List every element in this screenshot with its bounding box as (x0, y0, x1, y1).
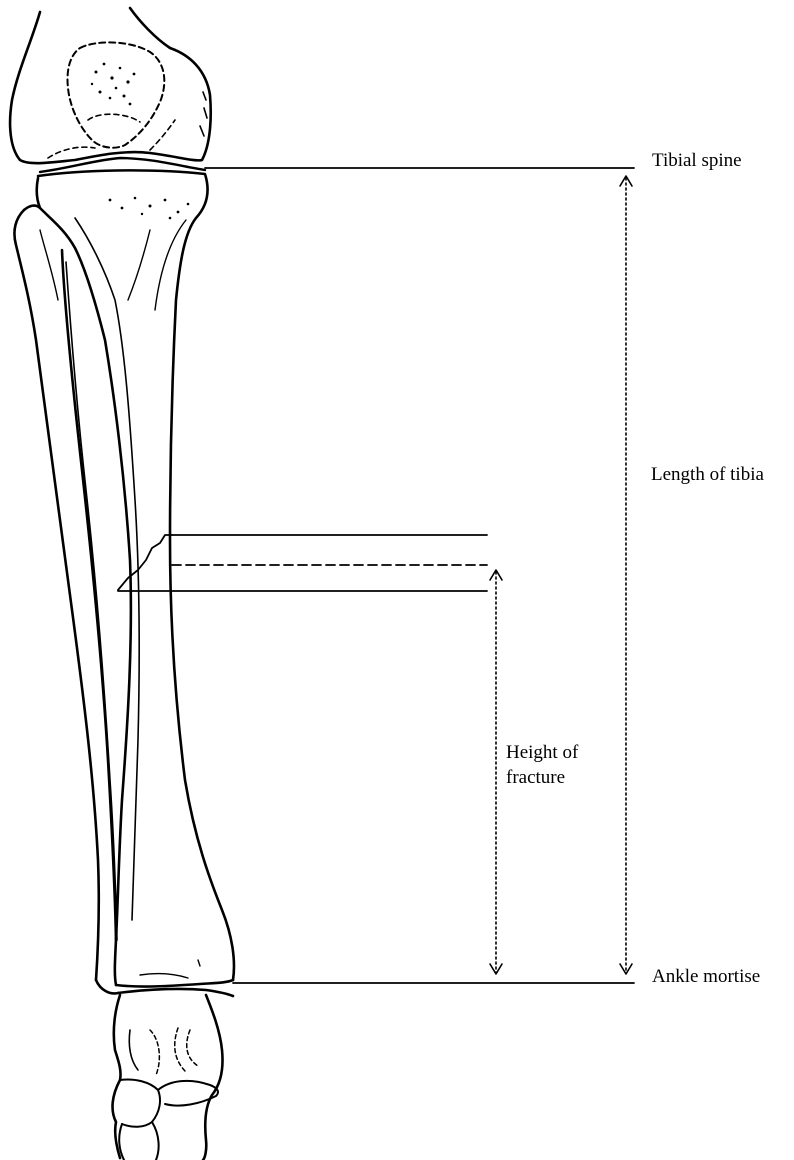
length-of-tibia-arrow (620, 176, 632, 974)
fibula (14, 206, 118, 994)
tibia (37, 170, 234, 986)
height-of-fracture-arrow (490, 570, 502, 974)
tibia-stipple (109, 197, 190, 220)
foot-bones (113, 995, 223, 1160)
height-of-fracture-label-line1: Height of (506, 740, 578, 765)
ankle-mortise-label: Ankle mortise (652, 964, 760, 989)
reference-lines (118, 168, 634, 983)
tibial-spine-label: Tibial spine (652, 148, 742, 173)
femur-distal-end (10, 8, 211, 163)
length-of-tibia-label: Length of tibia (651, 462, 764, 487)
height-of-fracture-label-line2: fracture (506, 765, 578, 790)
patella-stipple (91, 63, 136, 106)
height-of-fracture-label: Height of fracture (506, 740, 578, 790)
ankle-joint-line (118, 989, 233, 996)
fracture-line (118, 535, 172, 590)
